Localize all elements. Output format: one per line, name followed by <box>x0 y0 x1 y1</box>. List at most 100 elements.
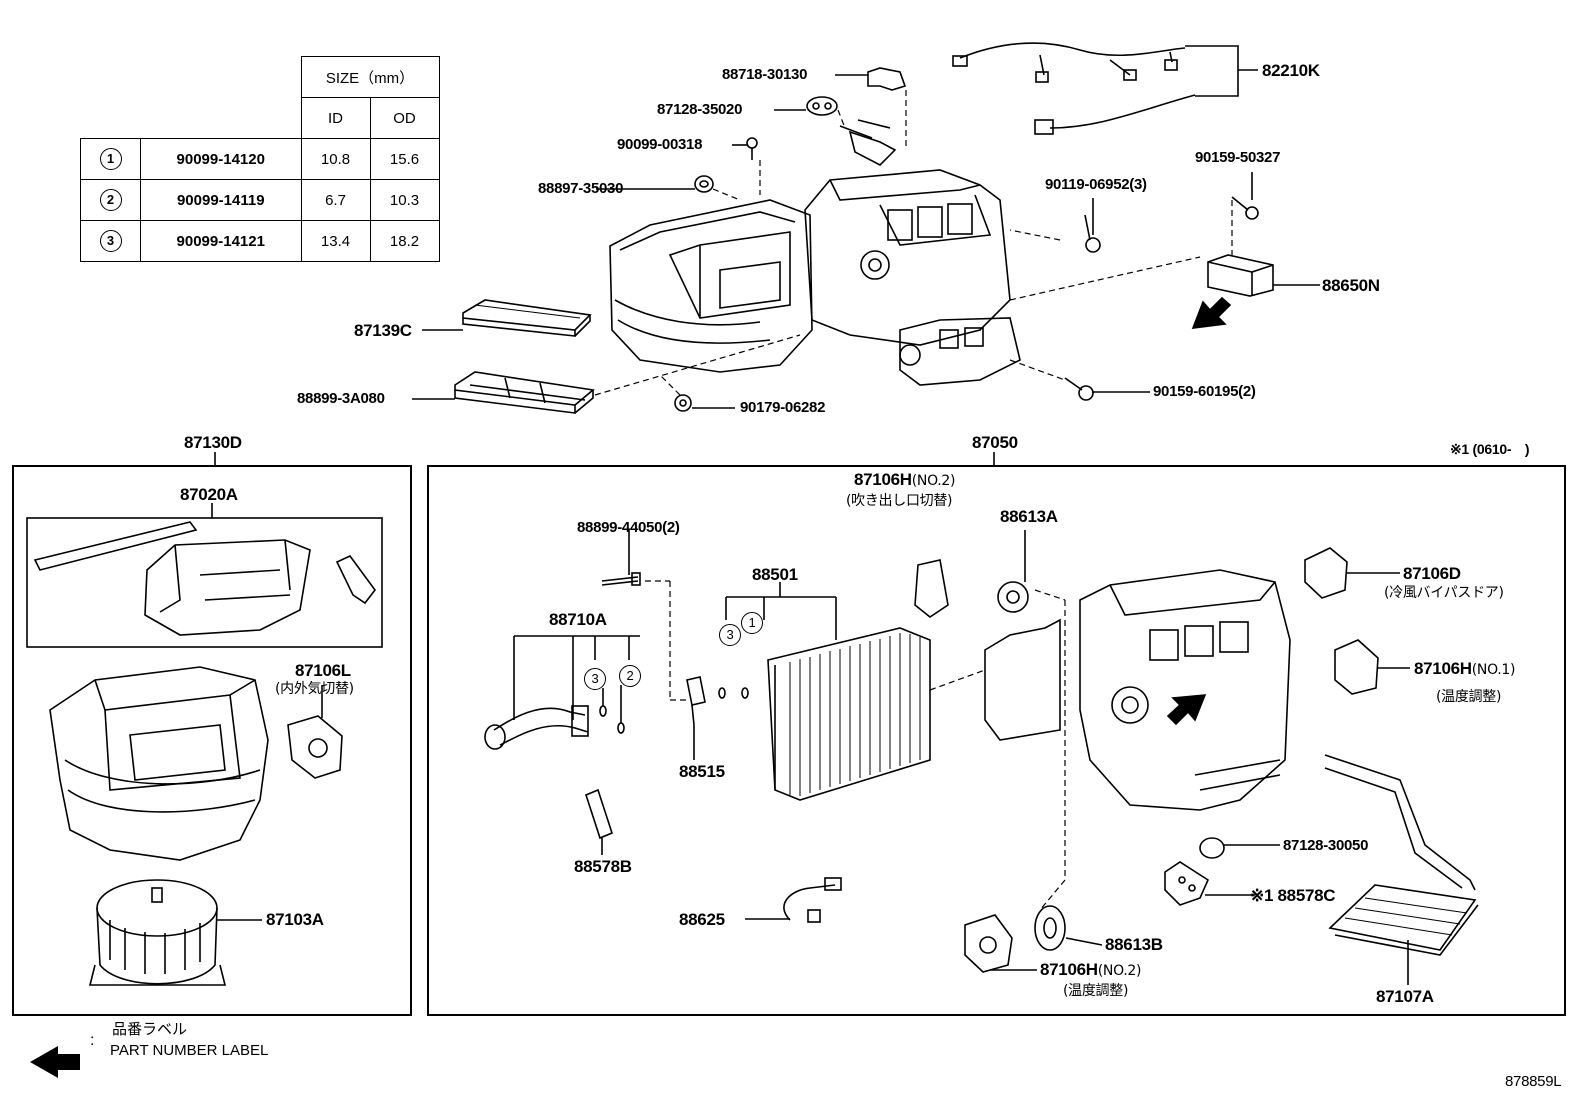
label-87130D: 87130D <box>184 433 242 452</box>
gear-88613B <box>1034 905 1066 951</box>
actuator-87106L <box>287 715 343 779</box>
seal-88578B <box>585 788 613 840</box>
screw-90159-60195 <box>1064 377 1094 401</box>
label-88613A: 88613A <box>1000 507 1058 526</box>
part-code: 87106H <box>854 470 912 489</box>
label-88613B: 88613B <box>1105 935 1163 954</box>
label-88718-30130: 88718-30130 <box>722 66 808 83</box>
label-88578B: 88578B <box>574 857 632 876</box>
od-header: OD <box>369 97 440 139</box>
label-arrow-88650N <box>1191 296 1232 329</box>
label-87106L: 87106L <box>295 661 351 680</box>
part-code: 87106H <box>1040 960 1098 979</box>
row-number: 2 <box>99 189 122 211</box>
seal-88578C <box>1164 861 1210 906</box>
heater-case-87050 <box>984 569 1291 811</box>
table-row: 1 90099-14120 10.8 15.6 <box>80 138 440 180</box>
grommet-87128-30050 <box>1199 837 1225 859</box>
label-87106H-no2-top: 87106H(NO.2) <box>854 471 955 488</box>
table-row: 3 90099-14121 13.4 18.2 <box>80 220 440 262</box>
screw-90159-50327 <box>1231 196 1259 220</box>
label-87128-35020: 87128-35020 <box>657 101 743 118</box>
actuator-87106H-no2-bottom <box>964 914 1013 973</box>
part-number: 90099-14121 <box>140 220 302 262</box>
filter-87139C <box>462 299 592 337</box>
legend-arrow-icon <box>30 1046 80 1078</box>
label-87106H-no2-bottom: 87106H(NO.2) <box>1040 961 1141 978</box>
label-90179-06282: 90179-06282 <box>740 399 826 416</box>
blower-motor-87103A <box>88 879 227 986</box>
label-87139C: 87139C <box>354 321 412 340</box>
part-sub: (NO.2) <box>911 473 956 489</box>
inner-diameter: 6.7 <box>300 179 371 221</box>
part-number: 90099-14119 <box>140 179 302 221</box>
label-88501: 88501 <box>752 565 798 584</box>
label-87106D-desc: (冷風バイパスドア) <box>1384 585 1504 601</box>
outer-diameter: 18.2 <box>369 220 440 262</box>
row-number: 1 <box>99 148 122 170</box>
part-sub: (NO.2) <box>1097 963 1142 979</box>
label-87106H-no1-desc: (温度調整) <box>1436 689 1502 705</box>
label-88625: 88625 <box>679 910 725 929</box>
label-90099-00318: 90099-00318 <box>617 136 703 153</box>
actuator-87106H-no1 <box>1334 639 1379 695</box>
seal-strip <box>33 521 198 571</box>
o-rings <box>599 685 749 734</box>
label-87107A: 87107A <box>1376 987 1434 1006</box>
nut-90179-06282 <box>674 394 692 412</box>
label-90159-60195: 90159-60195(2) <box>1153 383 1256 400</box>
heater-core-87107A <box>1324 754 1479 956</box>
expansion-valve-88515 <box>686 676 706 726</box>
legend-colon: : <box>90 1032 95 1049</box>
label-87106L-desc: (内外気切替) <box>275 681 354 697</box>
label-82210K: 82210K <box>1262 61 1320 80</box>
outer-diameter: 15.6 <box>369 138 440 180</box>
label-87050: 87050 <box>972 433 1018 452</box>
box-87130D <box>12 465 412 1016</box>
inner-diameter: 13.4 <box>300 220 371 262</box>
label-88710A: 88710A <box>549 610 607 629</box>
screw-90119-06952 <box>1084 214 1101 253</box>
outer-diameter: 10.3 <box>369 179 440 221</box>
label-88899-3A080: 88899-3A080 <box>297 390 385 407</box>
lever-part <box>335 554 377 605</box>
sensor-88625 <box>783 877 842 923</box>
blower-case <box>49 666 269 861</box>
evaporator-88501 <box>767 627 931 801</box>
bolt-88899-44050 <box>601 572 641 586</box>
screw-90099-00318 <box>746 137 758 160</box>
id-header: ID <box>300 97 371 139</box>
gear-88613A <box>997 581 1029 613</box>
note-1: ※1 (0610- ) <box>1450 441 1530 457</box>
box-87020A <box>26 517 383 648</box>
actuator-87106H-no2-top <box>914 559 949 618</box>
table-row: 2 90099-14119 6.7 10.3 <box>80 179 440 221</box>
part-number: 90099-14120 <box>140 138 302 180</box>
row-number: 3 <box>99 230 122 252</box>
label-87103A: 87103A <box>266 910 324 929</box>
label-87106H-no2-top-desc: (吹き出し口切替) <box>846 493 953 509</box>
inner-diameter: 10.8 <box>300 138 371 180</box>
label-90159-50327: 90159-50327 <box>1195 149 1281 166</box>
label-arrow-87050 <box>1166 694 1207 726</box>
size-table: SIZE（mm） ID OD 1 90099-14120 10.8 15.6 2… <box>80 56 440 262</box>
clip-88718-30130 <box>867 67 907 91</box>
footer-code: 878859L <box>1505 1073 1562 1090</box>
circle-number: 2 <box>619 665 641 687</box>
circle-number: 3 <box>584 668 606 690</box>
actuator-87106D <box>1304 547 1348 599</box>
label-90119-06952: 90119-06952(3) <box>1045 176 1147 193</box>
box-87050 <box>427 465 1566 1016</box>
grommet-88897-35030 <box>694 175 714 193</box>
module-88650N <box>1207 254 1274 297</box>
label-87106H-no1: 87106H(NO.1) <box>1414 660 1515 677</box>
label-87128-30050: 87128-30050 <box>1283 837 1369 854</box>
label-88899-44050: 88899-44050(2) <box>577 519 680 536</box>
filter-88899-3A080 <box>454 371 595 414</box>
label-87106D: 87106D <box>1403 564 1461 583</box>
grommet-87128-35020 <box>806 96 838 116</box>
circle-number: 1 <box>741 612 763 634</box>
legend-en: PART NUMBER LABEL <box>110 1042 269 1059</box>
label-88578C: ※1 88578C <box>1250 886 1336 905</box>
